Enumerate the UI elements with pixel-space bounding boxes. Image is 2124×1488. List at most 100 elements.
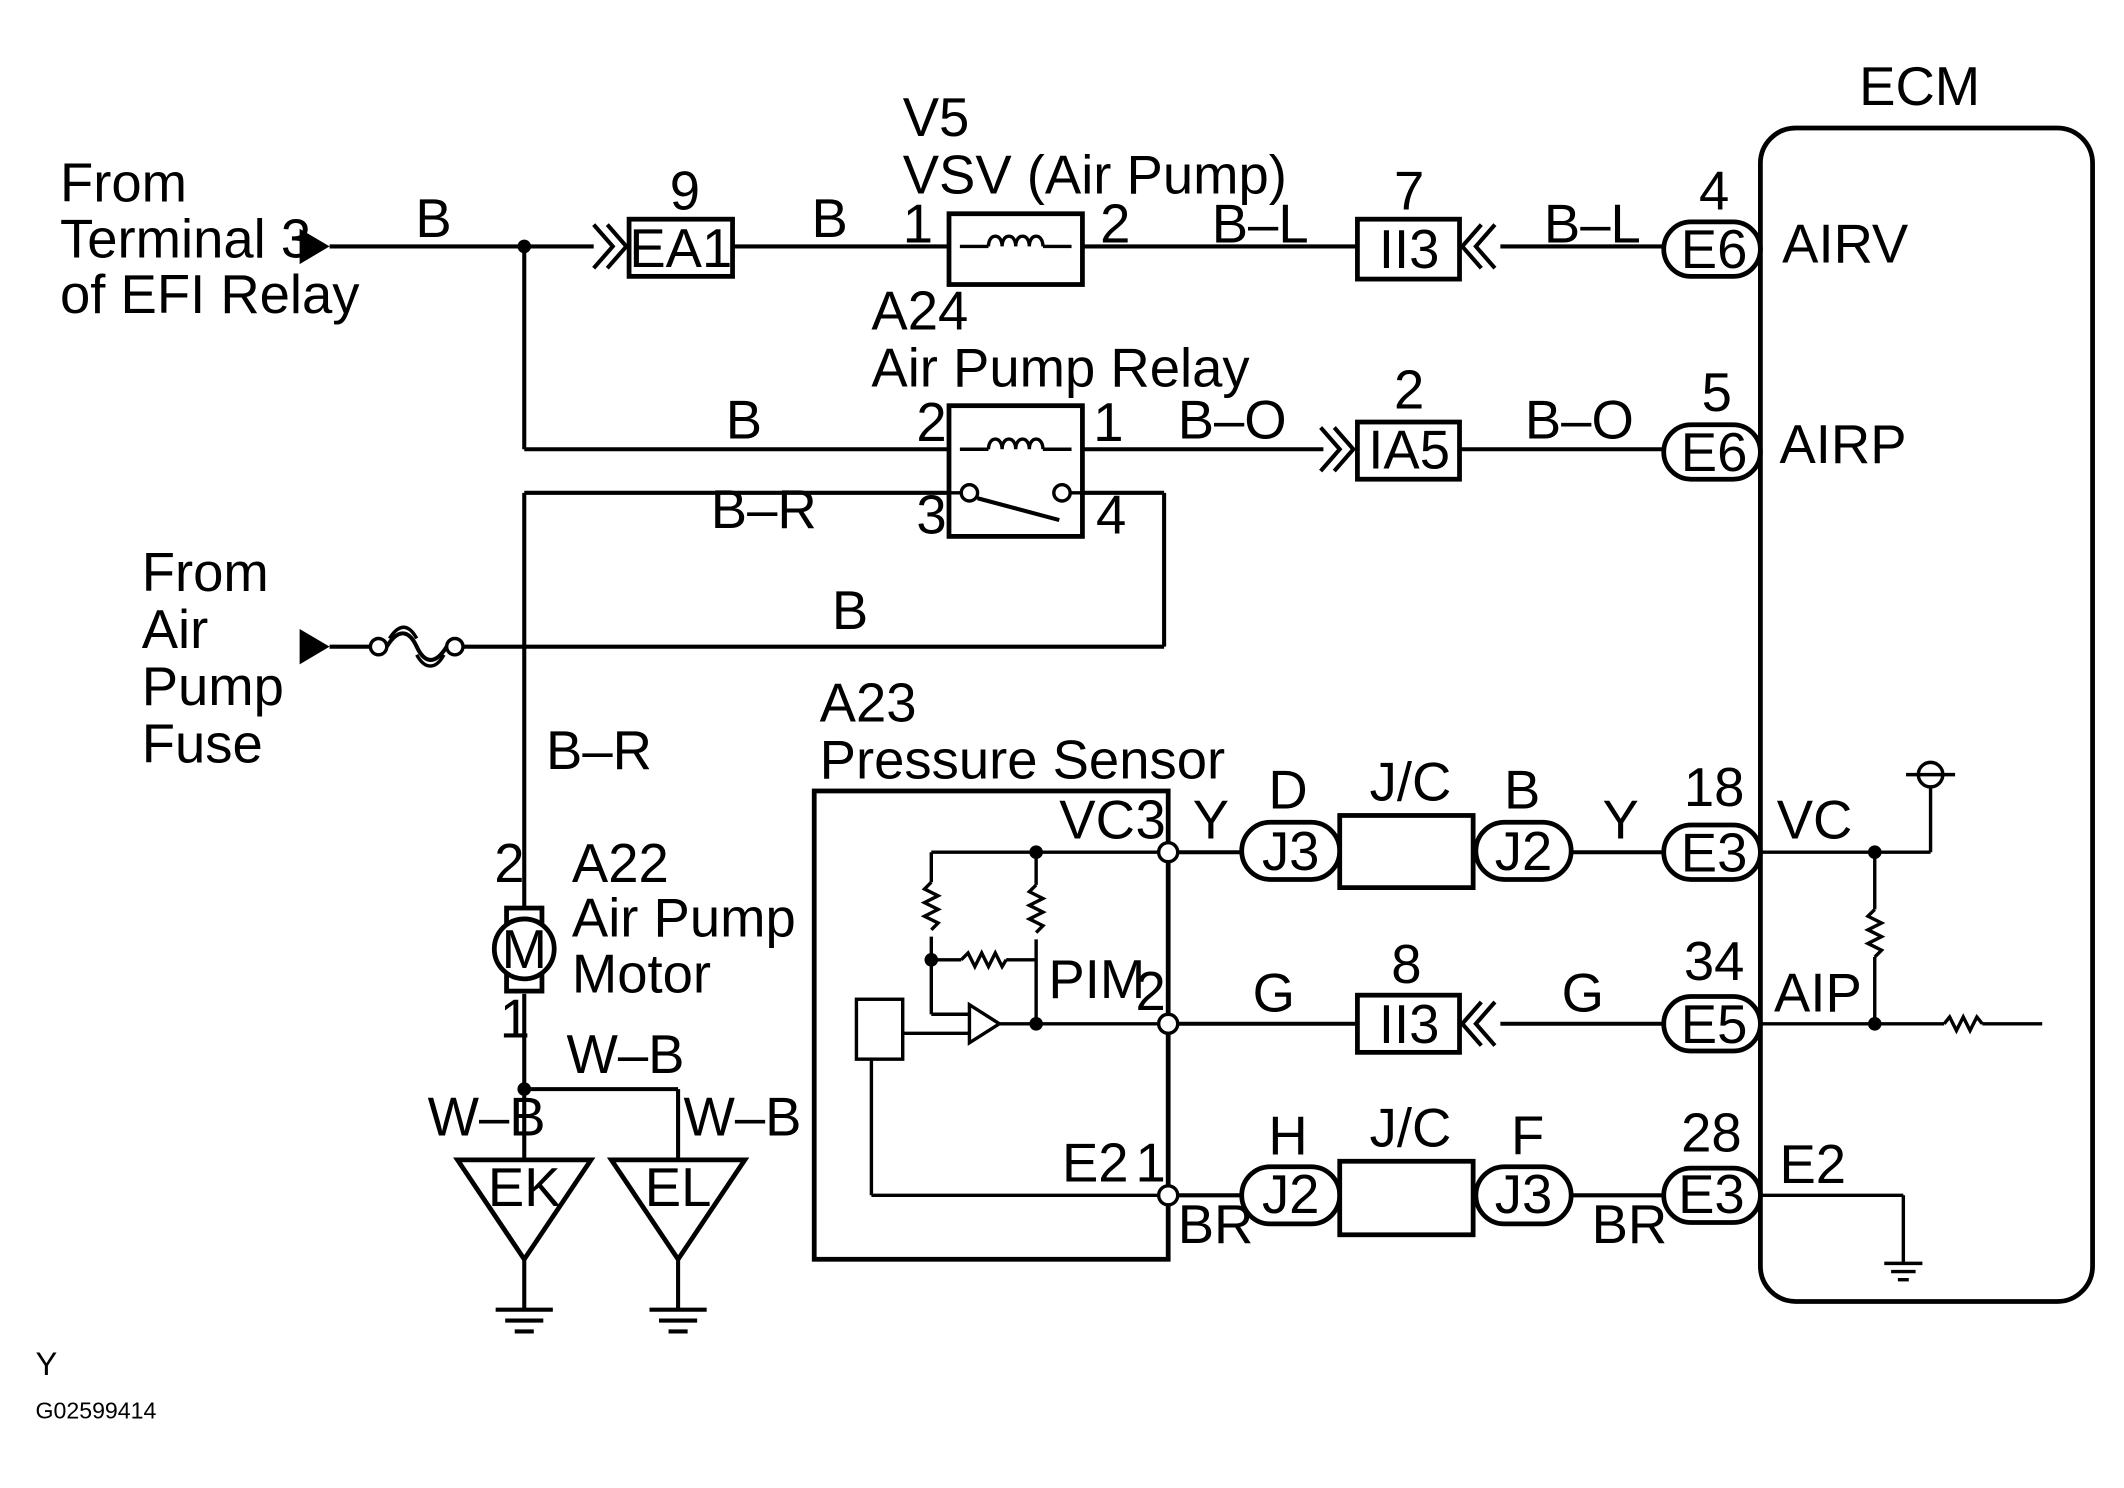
connector-ii3-mid-label: II3: [1379, 994, 1440, 1055]
jc-bot-label: J/C: [1370, 1097, 1452, 1158]
vsv-name: VSV (Air Pump): [903, 144, 1287, 205]
sensor-name: Pressure Sensor: [820, 730, 1225, 791]
wire-label-b: B: [415, 188, 451, 249]
footer-code-letter: Y: [36, 1345, 58, 1382]
ecm-pin-aip: 34 E5 AIP: [1661, 931, 1862, 1055]
coil-icon: [959, 437, 1072, 451]
ecm-pin-name: AIRP: [1779, 414, 1906, 475]
vsv-pin2: 2: [1100, 193, 1130, 254]
jc-top-left-conn: J3: [1262, 821, 1320, 882]
junction-connector-bottom: H J/C F J2 J3: [1239, 1097, 1574, 1238]
ground-el-label: EL: [645, 1157, 712, 1218]
sensor-vc-label: VC: [1059, 790, 1135, 851]
relay-pin4: 4: [1096, 485, 1126, 546]
jc-bot-right-conn: J3: [1495, 1164, 1553, 1225]
connector-ea1: 9 EA1: [592, 161, 735, 279]
ecm-pin-name: E2: [1779, 1134, 1846, 1195]
wire-label-bo: B–O: [1525, 389, 1634, 450]
ground-icon: [649, 1307, 707, 1334]
ground-icon: [1884, 1261, 1923, 1282]
ecm-pin-airv: 4 E6 AIRV: [1661, 161, 1909, 280]
sensor-pin3: 3: [1136, 790, 1166, 851]
connector-arrow-icon: [592, 223, 630, 270]
junction-dot: [517, 1082, 532, 1096]
ecm-pin-number: 18: [1684, 757, 1745, 818]
sensor-internal-circuit: [854, 845, 1167, 1198]
junction-connector-top: D J/C B J3 J2: [1239, 751, 1574, 891]
connector-ia5-label: IA5: [1368, 419, 1450, 480]
wire-label-b: B: [726, 389, 762, 450]
motor-pin2: 2: [494, 833, 524, 894]
ecm-pin-vc: 18 E3 VC: [1661, 757, 1853, 883]
efi-source-arrow-icon: [299, 228, 330, 265]
ecm-pin-connector: E6: [1681, 422, 1748, 483]
ground-icon: [495, 1307, 553, 1334]
ecm-internal-circuit: [1760, 760, 2043, 1282]
motor-name2: Motor: [572, 943, 711, 1004]
sensor-pim-label: PIM: [1048, 949, 1145, 1010]
jc-top-label: J/C: [1370, 751, 1452, 812]
efi-source-line1: From: [60, 152, 187, 213]
sensor-e2-label: E2: [1062, 1133, 1129, 1194]
wire-label-bo: B–O: [1178, 389, 1287, 450]
jc-bot-left-pin: H: [1268, 1105, 1307, 1166]
ground-ek-label: EK: [488, 1157, 561, 1218]
jc-top-right-pin: B: [1504, 760, 1540, 821]
vsv-code: V5: [903, 87, 970, 148]
fuse-source-line4: Fuse: [142, 713, 263, 774]
jc-bot-right-pin: F: [1511, 1105, 1544, 1166]
motor-symbol-icon: M: [502, 919, 547, 980]
ecm-pin-name: AIP: [1774, 963, 1862, 1024]
ecm-pin-name: VC: [1777, 790, 1853, 851]
vsv-air-pump: V5 VSV (Air Pump) 1 2: [903, 87, 1287, 287]
switch-contact-icon: [949, 482, 1083, 523]
wire-label-brn: BR: [1592, 1194, 1668, 1255]
air-pump-fuse-source: From Air Pump Fuse: [142, 542, 330, 774]
wire-label-wb: W–B: [566, 1024, 684, 1085]
air-pump-motor: 2 A22 Air Pump Motor 1 M: [491, 833, 796, 1049]
ecm: ECM 4 E6 AIRV 5 E6 AIRP 18 E3 VC 34 E5 A…: [1661, 56, 2095, 1304]
relay-pin1: 1: [1093, 392, 1123, 453]
connector-ia5-number: 2: [1394, 359, 1424, 420]
vsv-pin1: 1: [903, 193, 933, 254]
sensor-terminal: [1156, 840, 1180, 864]
wire-label-wb: W–B: [684, 1086, 802, 1147]
ecm-pin-e2: 28 E3 E2: [1661, 1103, 1846, 1225]
ecm-pin-name: AIRV: [1782, 214, 1909, 275]
relay-name: Air Pump Relay: [871, 338, 1250, 399]
wire-label-y: Y: [1602, 790, 1638, 851]
wire-label-wb: W–B: [428, 1086, 546, 1147]
ground-ek: EK: [453, 1157, 596, 1334]
junction-dot: [517, 239, 532, 254]
jc-bot-left-conn: J2: [1262, 1164, 1320, 1225]
connector-ii3-top-label: II3: [1379, 219, 1440, 280]
coil-icon: [959, 234, 1072, 249]
fuse-source-line2: Air: [142, 599, 209, 660]
ecm-pin-number: 34: [1684, 931, 1745, 992]
fuse-source-line3: Pump: [142, 656, 284, 717]
fuse-icon: [368, 625, 465, 668]
motor-pin1: 1: [500, 988, 530, 1049]
ecm-pin-airp: 5 E6 AIRP: [1661, 362, 1907, 483]
sensor-code: A23: [820, 673, 917, 734]
motor-name1: Air Pump: [572, 888, 796, 949]
air-pump-relay: A24 Air Pump Relay 2 1 3 4: [871, 280, 1250, 545]
connector-ia5: 2 IA5: [1319, 359, 1462, 482]
ecm-pin-number: 28: [1681, 1103, 1742, 1164]
connector-ii3-mid-number: 8: [1391, 934, 1421, 995]
ecm-title: ECM: [1859, 56, 1980, 117]
connector-ii3-top: 7 II3: [1355, 161, 1497, 282]
ecm-pin-connector: E3: [1681, 822, 1748, 883]
connector-arrow-icon: [1459, 223, 1497, 270]
connector-ea1-number: 9: [670, 161, 700, 222]
ecm-pin-connector: E5: [1681, 994, 1748, 1055]
efi-source-line3: of EFI Relay: [60, 264, 360, 325]
sensor-terminal: [1156, 1012, 1180, 1035]
pressure-sensor: A23 Pressure Sensor VC 3 PIM 2 E2 1: [811, 673, 1225, 1262]
wire-label-g: G: [1562, 963, 1604, 1024]
wire-label-bl: B–L: [1544, 193, 1641, 254]
fuse-source-line1: From: [142, 542, 269, 603]
sensor-terminal: [1156, 1184, 1180, 1207]
wire-label-y: Y: [1193, 790, 1229, 851]
wire-label-g: G: [1253, 963, 1295, 1024]
